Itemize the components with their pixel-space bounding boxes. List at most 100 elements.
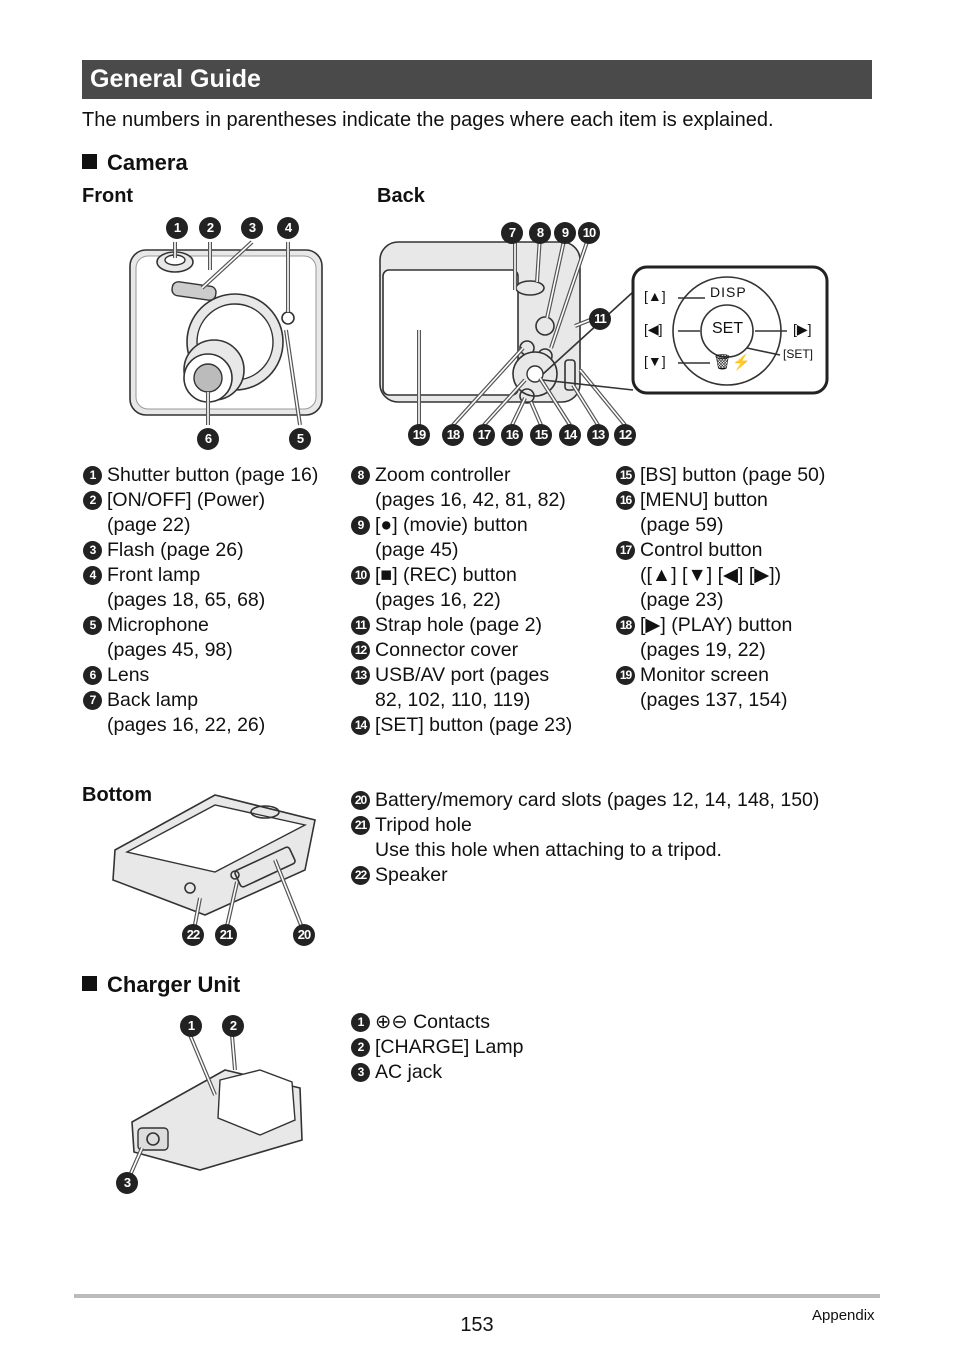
- item-text-line: (page 23): [640, 589, 724, 611]
- item-text-line: ([▲] [▼] [◀] [▶]): [640, 564, 782, 586]
- footer-rule: [74, 1294, 880, 1298]
- list-item: 2 [ON/OFF] (Power) (page 22): [82, 488, 344, 538]
- item-number-badge: 3: [351, 1063, 370, 1082]
- item-text-line: (pages 16, 22, 26): [107, 714, 266, 736]
- callout-2: 2: [199, 217, 221, 239]
- item-text-line: Microphone: [107, 614, 209, 636]
- charger-callout-3: 3: [116, 1172, 138, 1194]
- item-text-line: (page 22): [107, 514, 191, 536]
- charger-heading: Charger Unit: [82, 972, 240, 998]
- item-text-line: Front lamp: [107, 564, 201, 586]
- dial-left-label: [◀]: [644, 321, 663, 337]
- list-item: 18[▶] (PLAY) button(pages 19, 22): [615, 613, 865, 663]
- list-item: 15 [BS] button (page 50): [615, 463, 865, 488]
- item-text-line: Zoom controller: [375, 464, 511, 486]
- item-text-line: (pages 45, 98): [107, 639, 233, 661]
- item-text-line: Connector cover: [375, 639, 519, 661]
- callout-10: 10: [578, 222, 600, 244]
- callout-8: 8: [529, 222, 551, 244]
- camera-bottom-list: 20 Battery/memory card slots (pages 12, 1…: [350, 788, 870, 888]
- item-number-badge: 11: [351, 616, 370, 635]
- callout-21: 21: [215, 924, 237, 946]
- callout-13: 13: [587, 424, 609, 446]
- camera-front-illustration: [129, 240, 323, 426]
- callout-3: 3: [241, 217, 263, 239]
- item-text-line: (page 59): [640, 514, 724, 536]
- callout-16: 16: [501, 424, 523, 446]
- item-text-line: Battery/memory card slots (pages 12, 14,…: [375, 789, 820, 811]
- camera-back-illustration: [379, 235, 829, 427]
- list-item: 12 Connector cover: [350, 638, 612, 663]
- item-text-line: (pages 137, 154): [640, 689, 788, 711]
- callout-6: 6: [197, 428, 219, 450]
- item-number-badge: 18: [616, 616, 635, 635]
- item-text-line: Lens: [107, 664, 150, 686]
- callout-7: 7: [501, 222, 523, 244]
- item-text-line: Use this hole when attaching to a tripod…: [375, 839, 722, 861]
- item-text-line: Control button: [640, 539, 763, 561]
- list-item: 17 Control button ([▲] [▼] [◀] [▶]) (page 2…: [615, 538, 865, 613]
- callout-18: 18: [442, 424, 464, 446]
- item-text-line: [MENU] button: [640, 489, 768, 511]
- dial-up-label: [▲]: [644, 288, 666, 304]
- callout-22: 22: [182, 924, 204, 946]
- page-title: General Guide: [90, 65, 261, 93]
- list-item: 14[SET] button (page 23): [350, 713, 612, 738]
- item-text-line: [BS] button (page 50): [640, 464, 826, 486]
- back-label: Back: [377, 185, 425, 207]
- item-number-badge: 8: [351, 466, 370, 485]
- item-text-line: [ON/OFF] (Power): [107, 489, 266, 511]
- item-text-line: AC jack: [375, 1061, 443, 1083]
- list-item: 16 [MENU] button (page 59): [615, 488, 865, 538]
- item-number-badge: 10: [351, 566, 370, 585]
- item-number-badge: 14: [351, 716, 370, 735]
- item-text-line: 82, 102, 110, 119): [375, 689, 531, 711]
- item-number-badge: 21: [351, 816, 370, 835]
- callout-9: 9: [554, 222, 576, 244]
- front-label: Front: [82, 185, 134, 207]
- item-number-badge: 20: [351, 791, 370, 810]
- item-text-line: Back lamp: [107, 689, 199, 711]
- item-number-badge: 12: [351, 641, 370, 660]
- page-number: 153: [460, 1314, 494, 1336]
- list-item: 9[●] (movie) button(page 45): [350, 513, 612, 563]
- list-item: 8 Zoom controller (pages 16, 42, 81, 82): [350, 463, 612, 513]
- dial-down-label: [▼]: [644, 353, 666, 369]
- item-number-badge: 5: [83, 616, 102, 635]
- item-number-badge: 3: [83, 541, 102, 560]
- callout-5: 5: [289, 428, 311, 450]
- item-text-line: (pages 19, 22): [640, 639, 766, 661]
- item-number-badge: 9: [351, 516, 370, 535]
- item-text-line: (pages 16, 42, 81, 82): [375, 489, 566, 511]
- item-number-badge: 4: [83, 566, 102, 585]
- list-item: 5 Microphone (pages 45, 98): [82, 613, 344, 663]
- item-number-badge: 17: [616, 541, 635, 560]
- callout-12: 12: [614, 424, 636, 446]
- item-text-line: Monitor screen: [640, 664, 769, 686]
- item-text-line: Flash (page 26): [107, 539, 244, 561]
- item-text-line: [■] (REC) button: [375, 564, 517, 586]
- item-number-badge: 1: [83, 466, 102, 485]
- callout-17: 17: [473, 424, 495, 446]
- callout-15: 15: [530, 424, 552, 446]
- item-number-badge: 15: [616, 466, 635, 485]
- item-number-badge: 1: [351, 1013, 370, 1032]
- list-item: 2[CHARGE] Lamp: [350, 1035, 750, 1060]
- item-text-line: (page 45): [375, 539, 459, 561]
- camera-bottom-illustration: [112, 794, 316, 936]
- item-text-line: (pages 16, 22): [375, 589, 501, 611]
- dial-set-label: [SET]: [783, 347, 814, 361]
- item-number-badge: 13: [351, 666, 370, 685]
- square-bullet-icon: [82, 976, 97, 991]
- item-number-badge: 16: [616, 491, 635, 510]
- square-bullet-icon: [82, 154, 97, 169]
- item-number-badge: 2: [83, 491, 102, 510]
- item-text-line: ⊕⊖ Contacts: [375, 1011, 491, 1033]
- item-text-line: Tripod hole: [375, 814, 472, 836]
